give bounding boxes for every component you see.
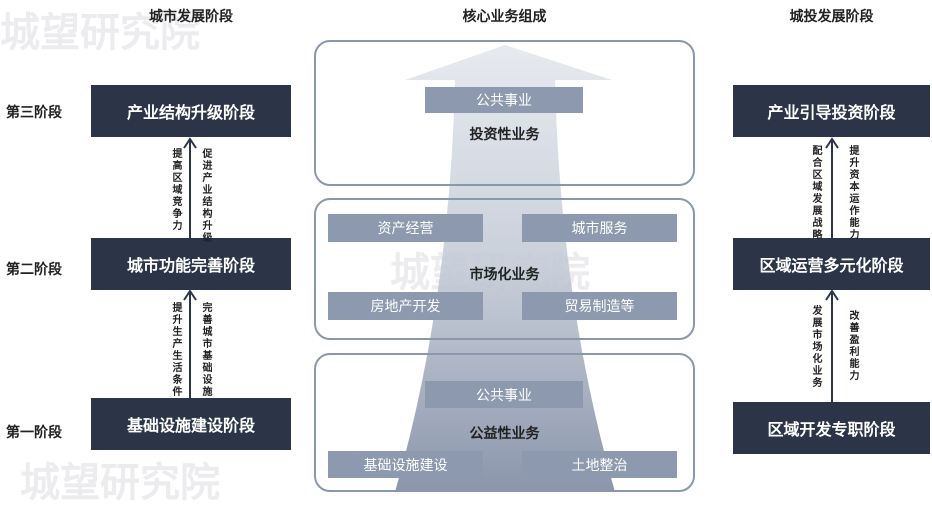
right-stage-2-box: 区域运营多元化阶段	[733, 238, 930, 290]
left-stage-1-box: 基础设施建设阶段	[91, 398, 291, 450]
label-investment: 投资性业务	[469, 127, 540, 143]
left-lower-note-a: 提升生产生活条件	[170, 302, 181, 398]
left-stage-3-box: 产业结构升级阶段	[91, 85, 291, 137]
stage-3-label: 第三阶段	[6, 105, 62, 121]
stage-1-label: 第一阶段	[6, 425, 62, 441]
chip-infrastructure: 基础设施建设	[328, 451, 483, 478]
chip-real-estate: 房地产开发	[328, 292, 483, 320]
left-lower-note-b: 完善城市基础设施	[200, 302, 211, 398]
panel-public	[314, 353, 695, 492]
left-stage-2-box: 城市功能完善阶段	[91, 238, 291, 290]
left-upper-note-a: 提高区域竞争力	[170, 148, 181, 232]
right-stage-3-box: 产业引导投资阶段	[733, 85, 930, 137]
watermark: 城望研究院	[20, 460, 220, 506]
chip-city-service: 城市服务	[522, 214, 677, 242]
right-lower-note-a: 发展市场化业务	[810, 305, 821, 389]
panel-market	[314, 198, 695, 340]
chip-land-consolidation: 土地整治	[522, 451, 677, 478]
header-right: 城投发展阶段	[789, 9, 874, 25]
panel-investment	[314, 40, 695, 186]
right-upper-note-b: 提升资本运作能力	[847, 145, 858, 241]
left-upper-note-b: 促进产业结构升级	[200, 148, 211, 244]
label-public: 公益性业务	[469, 426, 540, 442]
chip-public-utility-top: 公共事业	[425, 87, 583, 113]
right-lower-note-b: 改善盈利能力	[847, 310, 858, 382]
chip-trade-manufacturing: 贸易制造等	[522, 292, 677, 320]
watermark: 城望研究院	[0, 10, 200, 56]
right-stage-1-box: 区域开发专职阶段	[733, 402, 930, 454]
stage-2-label: 第二阶段	[6, 262, 62, 278]
right-upper-note-a: 配合区域发展战略	[810, 145, 821, 241]
chip-public-utility-bottom: 公共事业	[425, 381, 583, 408]
header-center: 核心业务组成	[462, 9, 547, 25]
growth-arrow	[395, 45, 615, 492]
label-market: 市场化业务	[469, 267, 540, 283]
header-left: 城市发展阶段	[149, 9, 233, 25]
chip-asset-management: 资产经营	[328, 214, 483, 242]
